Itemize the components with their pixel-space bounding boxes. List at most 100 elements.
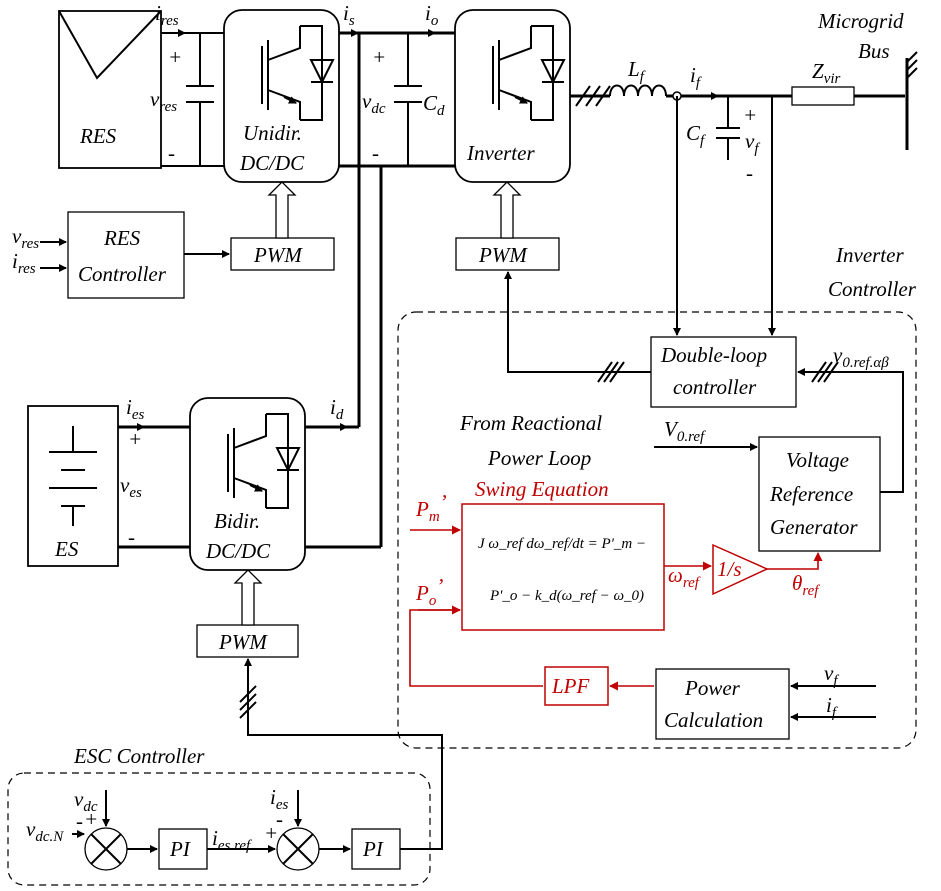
lpf-label: LPF xyxy=(551,674,590,698)
power-calc-label-2: Calculation xyxy=(664,708,763,732)
bidir-label-2: DC/DC xyxy=(205,539,271,563)
es-minus: - xyxy=(128,525,135,549)
zvir-label: Zvir xyxy=(812,59,841,87)
res-capacitor xyxy=(186,33,214,166)
esc-bus-mark xyxy=(239,685,257,719)
unidir-label-2: DC/DC xyxy=(239,151,305,175)
ves-label: ves xyxy=(120,473,142,501)
theta-ref-label: θref xyxy=(792,571,820,599)
pwm-bidir-gate-arrow xyxy=(233,569,263,626)
double-loop-controller xyxy=(650,336,797,408)
es-plus: + xyxy=(128,427,142,451)
microgrid-bus xyxy=(905,51,918,150)
dc-plus: + xyxy=(372,45,386,69)
pwm-unidir-gate-arrow xyxy=(267,181,297,239)
voltage-reference-generator xyxy=(758,436,881,552)
if-label: if xyxy=(690,63,702,91)
sum1-plus: + xyxy=(84,807,98,831)
bidir-label-1: Bidir. xyxy=(214,509,260,533)
cd-label: Cd xyxy=(423,91,445,119)
filter-capacitor xyxy=(716,96,740,160)
double-loop-label-1: Double-loop xyxy=(660,343,767,367)
integrator-label: 1/s xyxy=(717,557,742,581)
three-phase-mark xyxy=(575,85,611,107)
ires-input-label: ires xyxy=(12,249,36,277)
double-loop-label-2: controller xyxy=(673,375,757,399)
id-label: id xyxy=(330,395,344,423)
pwm-inverter-label: PWM xyxy=(478,243,528,267)
iesref-label: ies.ref xyxy=(212,826,252,854)
esc-controller-label: ESC Controller xyxy=(73,744,205,768)
filter-inductor xyxy=(609,84,667,97)
pi-2-label: PI xyxy=(362,837,384,861)
if-input-label: if xyxy=(826,693,838,721)
summing-junction-2 xyxy=(276,827,320,871)
dc-minus: - xyxy=(372,141,379,165)
is-label: is xyxy=(343,1,355,29)
from-reactional-label-2: Power Loop xyxy=(487,446,591,470)
omega-ref-label: ωref xyxy=(668,563,701,591)
microgrid-label-1: Microgrid xyxy=(817,9,904,33)
inverter-controller-label-2: Controller xyxy=(828,277,917,301)
swing-equation-label: Swing Equation xyxy=(475,477,609,501)
power-calc-label-1: Power xyxy=(684,676,741,700)
inverter-label: Inverter xyxy=(466,141,535,165)
vref-ab-label: v0.ref.αβ xyxy=(833,343,889,371)
vdcn-label: vdc.N xyxy=(26,817,64,845)
dc-capacitor xyxy=(394,33,422,166)
sum2-minus: - xyxy=(276,807,283,831)
inverter-block: Inverter xyxy=(454,9,571,183)
esc-controller-frame xyxy=(7,772,431,886)
es-source: ES xyxy=(27,405,119,567)
pwm-inverter-gate-arrow xyxy=(492,181,522,239)
microgrid-label-2: Bus xyxy=(858,39,890,63)
ies-esc-label: ies xyxy=(270,785,289,813)
theta-arrow xyxy=(767,552,823,570)
res-controller xyxy=(67,211,185,299)
pwm-unidir-label: PWM xyxy=(253,243,303,267)
cf-label: Cf xyxy=(686,121,706,149)
pi-1-label: PI xyxy=(169,837,191,861)
pwm-bidir xyxy=(196,624,299,658)
v0ref-label: V0.ref xyxy=(664,417,706,445)
res-source: RES xyxy=(58,10,162,169)
vres-label: vres xyxy=(150,87,177,115)
swing-equation-block xyxy=(461,503,665,631)
swing-equation-line-1: J ω_ref dω_ref/dt = P'_m − xyxy=(478,536,646,552)
res-minus: - xyxy=(168,141,175,165)
vdc-esc-label: vdc xyxy=(74,787,98,815)
virtual-impedance xyxy=(791,86,855,106)
lpf-block xyxy=(544,666,609,706)
vrg-label-1: Voltage xyxy=(786,448,849,472)
lf-label: Lf xyxy=(627,57,646,85)
vf-plus: + xyxy=(743,103,757,127)
pi-controller-1 xyxy=(158,828,208,870)
po-label: Po’ xyxy=(415,574,443,609)
vrg-label-2: Reference xyxy=(769,482,853,506)
vf-input-label: vf xyxy=(824,661,839,689)
dl-to-pwm xyxy=(504,271,651,373)
vf-minus: - xyxy=(746,161,753,185)
res-plus: + xyxy=(168,45,182,69)
inverter-controller-label-1: Inverter xyxy=(835,243,904,267)
unidir-label-1: Unidir. xyxy=(243,121,302,145)
sum2-plus: + xyxy=(264,821,278,845)
vrg-label-3: Generator xyxy=(770,515,858,539)
summing-junction-1 xyxy=(84,827,128,871)
ies-label: ies xyxy=(126,395,145,423)
inverter-controller-frame xyxy=(397,311,917,749)
res-controller-label-1: RES xyxy=(103,226,141,250)
res-controller-label-2: Controller xyxy=(78,262,167,286)
bidir-dcdc-block: Bidir. DC/DC xyxy=(189,397,306,571)
integrator-block xyxy=(712,543,769,596)
vref-bus-mark xyxy=(811,361,839,383)
sum1-minus: - xyxy=(76,809,83,833)
pwm-unidir xyxy=(230,237,335,271)
pi-controller-2 xyxy=(351,828,401,870)
res-label: RES xyxy=(79,124,117,148)
vref-to-dl xyxy=(797,368,904,493)
pwm-bidir-label: PWM xyxy=(218,630,268,654)
dl-bus-mark xyxy=(597,361,625,383)
vres-input-label: vres xyxy=(12,224,39,252)
